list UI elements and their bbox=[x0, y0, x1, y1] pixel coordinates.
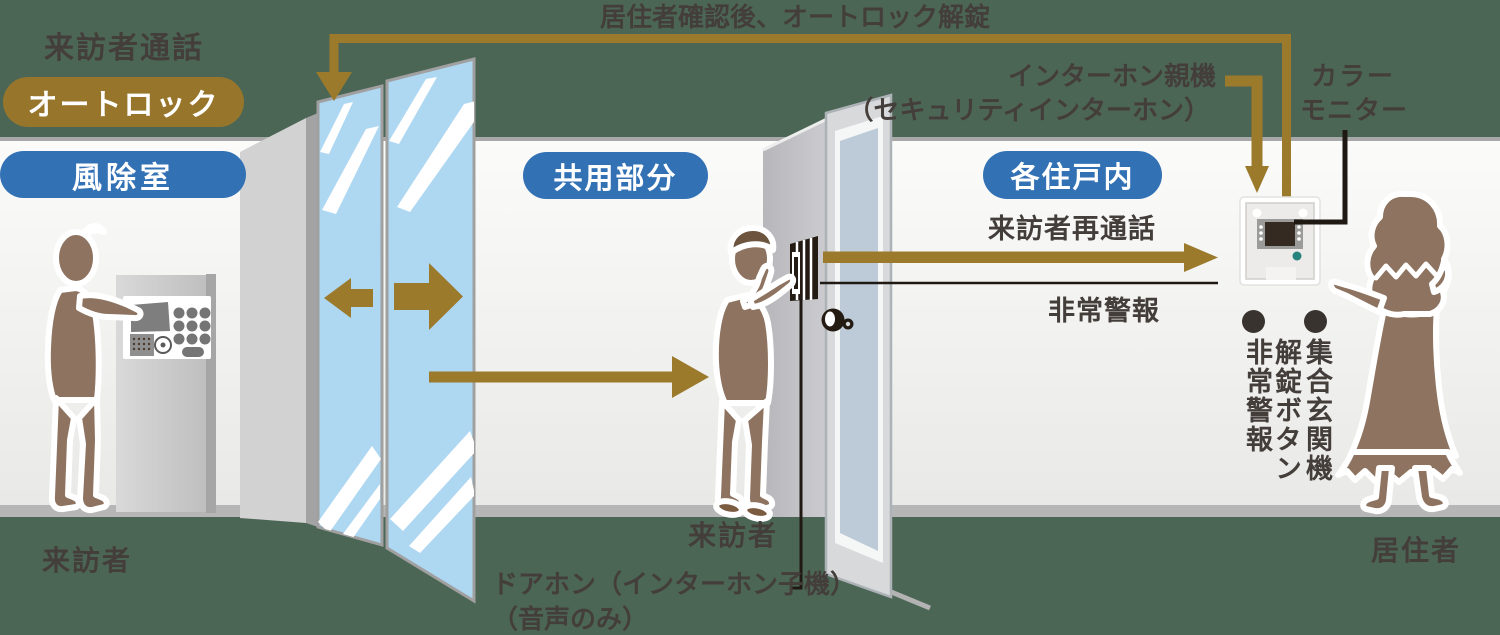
glass-reflections-left bbox=[318, 102, 381, 545]
badge-common-area: 共用部分 bbox=[523, 152, 708, 199]
resident-collar-zigzag bbox=[1373, 261, 1439, 281]
dwelling-wall-top-edge bbox=[762, 117, 828, 152]
master-unit-sublabel: （セキュリティインターホン） bbox=[847, 95, 1210, 125]
emergency-alarm-vertical-label: 非常警報 bbox=[1242, 338, 1272, 454]
bullet-icon bbox=[1304, 310, 1327, 333]
visitor-entrance-figure bbox=[44, 223, 144, 514]
device-screw-icon bbox=[1252, 208, 1262, 218]
master-device-slot bbox=[1266, 267, 1296, 280]
sliding-glass-doors bbox=[316, 57, 476, 604]
visitor-recall-label: 来訪者再通話 bbox=[988, 214, 1156, 244]
door-knob-highlight bbox=[825, 311, 835, 327]
visitor-call-label: 来訪者通話 bbox=[44, 32, 204, 65]
speaker-holes-icon bbox=[132, 337, 151, 351]
badge-windbreak-room: 風除室 bbox=[0, 151, 246, 198]
visitor-leg bbox=[48, 395, 82, 513]
door-slide-arrow-right-icon bbox=[394, 263, 463, 330]
master-unit-pointer-arrowhead-icon bbox=[1245, 166, 1269, 193]
visitor2-shoe bbox=[741, 502, 773, 522]
visitor-head bbox=[53, 229, 99, 287]
doorphone-label: ドアホン（インターホン子機） bbox=[492, 569, 857, 599]
wall-top-edge bbox=[0, 137, 1500, 142]
visitor-pointing-arm bbox=[76, 292, 144, 322]
resident-label: 居住者 bbox=[1371, 535, 1462, 566]
door-slide-arrow-left-icon bbox=[324, 278, 373, 318]
walk-flow-arrow-icon bbox=[429, 356, 709, 398]
entrance-unlock-button-label: 集合玄関機 解錠ボタン bbox=[1270, 338, 1332, 503]
dwelling-entrance bbox=[762, 93, 931, 611]
monitor-callout-line bbox=[1294, 130, 1348, 225]
top-flow-label: 居住者確認後、オートロック解錠 bbox=[600, 2, 991, 32]
visitor2-reaching-arm bbox=[747, 273, 797, 310]
resident-leg bbox=[1412, 465, 1449, 513]
entrance-station-column-edge bbox=[206, 274, 216, 513]
resident-hair bbox=[1364, 190, 1452, 318]
visitor-door-figure bbox=[712, 225, 797, 522]
panel-dots-icon bbox=[1259, 225, 1301, 241]
pillar-front bbox=[240, 118, 306, 523]
visitor2-cap bbox=[727, 225, 777, 256]
doorphone-callout-line bbox=[791, 299, 803, 590]
glass-reflections-right bbox=[389, 77, 474, 553]
device-screw-icon bbox=[1298, 208, 1308, 218]
resident-figure bbox=[1328, 190, 1463, 515]
bullet-icon bbox=[1242, 310, 1265, 333]
flow-arrows-back bbox=[316, 34, 1291, 398]
dwelling-door-pane bbox=[840, 128, 878, 551]
badge-dwelling-unit: 各住戸内 bbox=[983, 151, 1162, 199]
entrance-unlock-col1: 集合玄関機 bbox=[1302, 338, 1332, 483]
color-monitor-label-line2: モニター bbox=[1300, 95, 1409, 125]
visitor2-leg bbox=[742, 398, 776, 514]
visitor-hair bbox=[81, 223, 107, 239]
visitor-leg bbox=[76, 395, 110, 514]
visitor-door-label: 来訪者 bbox=[688, 520, 779, 551]
pillar-side bbox=[306, 113, 318, 527]
keypad-buttons bbox=[173, 307, 211, 357]
door-keyhole-hole bbox=[845, 321, 851, 327]
master-unit-label: インターホン親機 bbox=[1007, 61, 1216, 91]
resident-dress-ruffle bbox=[1335, 449, 1463, 485]
device-indicator-led bbox=[1292, 251, 1302, 261]
visitor2-torso bbox=[712, 292, 774, 406]
dwelling-wall bbox=[763, 119, 827, 517]
unlock-flow-arrowhead-icon bbox=[316, 72, 352, 101]
resident-arm bbox=[1429, 258, 1452, 295]
recall-arrow-icon bbox=[823, 243, 1218, 272]
master-unit-pointer-line bbox=[1225, 75, 1263, 168]
resident-leg bbox=[1360, 465, 1395, 515]
master-device-screen bbox=[1265, 222, 1295, 246]
doorphone-device bbox=[790, 236, 818, 301]
visitor-entrance-label: 来訪者 bbox=[42, 545, 133, 576]
emergency-alarm-label: 非常警報 bbox=[1048, 296, 1160, 326]
entrance-unlock-col2: 解錠ボタン bbox=[1271, 338, 1301, 483]
badge-auto-lock: オートロック bbox=[3, 77, 244, 127]
resident-pointing-arm bbox=[1328, 278, 1387, 315]
doorphone-note: （音声のみ） bbox=[492, 604, 649, 634]
unlock-flow-line bbox=[329, 34, 1291, 200]
call-button-dot bbox=[160, 342, 166, 348]
flow-lines-front bbox=[791, 130, 1348, 590]
master-intercom-device bbox=[1239, 196, 1321, 286]
color-monitor-label-line1: カラー bbox=[1311, 61, 1396, 91]
entrance-pillar bbox=[240, 113, 318, 527]
